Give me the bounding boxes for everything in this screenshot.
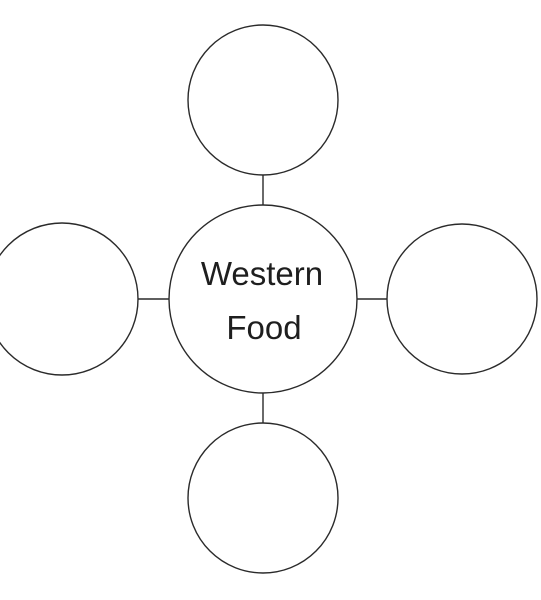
center-label-line2: Food (226, 309, 301, 346)
branch-node-top[interactable] (187, 24, 339, 176)
center-label-line1: Western (201, 255, 323, 292)
branch-node-right[interactable] (386, 223, 538, 375)
center-node[interactable]: Western Food (168, 204, 358, 394)
branch-node-bottom[interactable] (187, 422, 339, 574)
branch-node-left[interactable] (0, 222, 139, 376)
